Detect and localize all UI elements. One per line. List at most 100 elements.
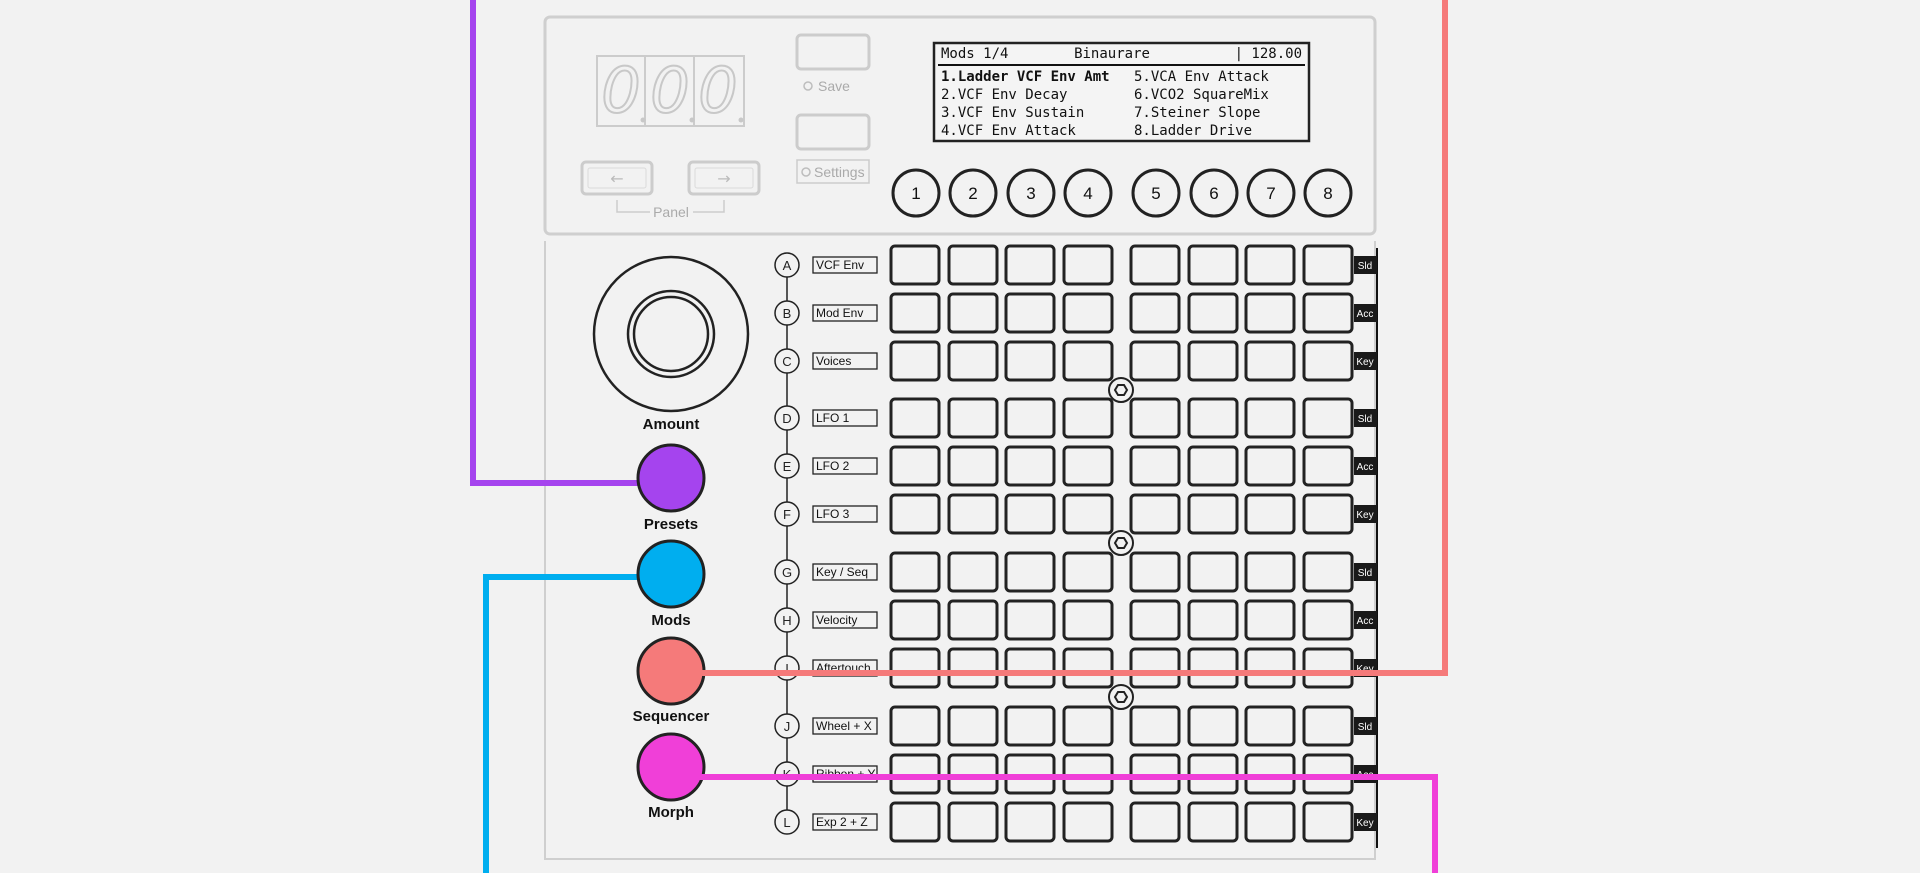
panel-left-button[interactable]: ← xyxy=(580,160,654,196)
matrix-pad[interactable] xyxy=(1187,705,1239,747)
matrix-pad[interactable] xyxy=(1302,244,1354,286)
matrix-pad[interactable] xyxy=(1129,647,1181,689)
matrix-pad[interactable] xyxy=(1187,292,1239,334)
matrix-pad[interactable] xyxy=(1062,551,1114,593)
matrix-pad[interactable] xyxy=(947,705,999,747)
matrix-pad[interactable] xyxy=(1062,244,1114,286)
matrix-pad[interactable] xyxy=(1244,493,1296,535)
amount-knob[interactable] xyxy=(592,255,750,413)
matrix-pad[interactable] xyxy=(1004,340,1056,382)
matrix-pad[interactable] xyxy=(1004,705,1056,747)
matrix-pad[interactable] xyxy=(1302,647,1354,689)
matrix-pad[interactable] xyxy=(1302,445,1354,487)
matrix-pad[interactable] xyxy=(1129,397,1181,439)
matrix-pad[interactable] xyxy=(889,244,941,286)
morph-button[interactable] xyxy=(636,732,706,802)
matrix-pad[interactable] xyxy=(889,599,941,641)
matrix-pad[interactable] xyxy=(1062,493,1114,535)
matrix-pad[interactable] xyxy=(947,292,999,334)
matrix-pad[interactable] xyxy=(947,551,999,593)
mods-button[interactable] xyxy=(636,539,706,609)
matrix-pad[interactable] xyxy=(947,445,999,487)
matrix-pad[interactable] xyxy=(1062,397,1114,439)
encoder-knob-7[interactable]: 7 xyxy=(1246,168,1296,218)
matrix-pad[interactable] xyxy=(1187,445,1239,487)
matrix-pad[interactable] xyxy=(1129,599,1181,641)
matrix-pad[interactable] xyxy=(1244,244,1296,286)
matrix-pad[interactable] xyxy=(1004,493,1056,535)
matrix-pad[interactable] xyxy=(1004,801,1056,843)
matrix-pad[interactable] xyxy=(947,801,999,843)
matrix-pad[interactable] xyxy=(1062,445,1114,487)
matrix-pad[interactable] xyxy=(889,340,941,382)
matrix-pad[interactable] xyxy=(1187,599,1239,641)
matrix-pad[interactable] xyxy=(947,340,999,382)
settings-button[interactable] xyxy=(795,113,871,151)
matrix-pad[interactable] xyxy=(1062,599,1114,641)
matrix-pad[interactable] xyxy=(1302,397,1354,439)
matrix-pad[interactable] xyxy=(1187,493,1239,535)
matrix-pad[interactable] xyxy=(1129,445,1181,487)
matrix-pad[interactable] xyxy=(1187,647,1239,689)
matrix-pad[interactable] xyxy=(889,292,941,334)
matrix-pad[interactable] xyxy=(1004,292,1056,334)
matrix-pad[interactable] xyxy=(1244,647,1296,689)
matrix-pad[interactable] xyxy=(1004,551,1056,593)
matrix-pad[interactable] xyxy=(1062,801,1114,843)
matrix-pad[interactable] xyxy=(1302,493,1354,535)
matrix-pad[interactable] xyxy=(1129,292,1181,334)
matrix-pad[interactable] xyxy=(947,493,999,535)
matrix-pad[interactable] xyxy=(1244,397,1296,439)
matrix-pad[interactable] xyxy=(1187,551,1239,593)
matrix-pad[interactable] xyxy=(1004,244,1056,286)
matrix-pad[interactable] xyxy=(1062,292,1114,334)
matrix-pad[interactable] xyxy=(947,397,999,439)
matrix-pad[interactable] xyxy=(889,445,941,487)
encoder-knob-4[interactable]: 4 xyxy=(1063,168,1113,218)
matrix-pad[interactable] xyxy=(1244,445,1296,487)
matrix-pad[interactable] xyxy=(947,244,999,286)
encoder-knob-2[interactable]: 2 xyxy=(948,168,998,218)
matrix-pad[interactable] xyxy=(947,647,999,689)
matrix-pad[interactable] xyxy=(1004,445,1056,487)
matrix-pad[interactable] xyxy=(1187,397,1239,439)
presets-button[interactable] xyxy=(636,443,706,513)
matrix-pad[interactable] xyxy=(1302,292,1354,334)
matrix-pad[interactable] xyxy=(1129,705,1181,747)
matrix-pad[interactable] xyxy=(1004,599,1056,641)
matrix-pad[interactable] xyxy=(1062,647,1114,689)
matrix-pad[interactable] xyxy=(889,801,941,843)
encoder-knob-6[interactable]: 6 xyxy=(1189,168,1239,218)
matrix-pad[interactable] xyxy=(889,551,941,593)
matrix-pad[interactable] xyxy=(889,397,941,439)
matrix-pad[interactable] xyxy=(1129,244,1181,286)
matrix-pad[interactable] xyxy=(1244,705,1296,747)
matrix-pad[interactable] xyxy=(1129,801,1181,843)
encoder-knob-8[interactable]: 8 xyxy=(1303,168,1353,218)
matrix-pad[interactable] xyxy=(1129,493,1181,535)
save-button[interactable] xyxy=(795,33,871,71)
encoder-knob-1[interactable]: 1 xyxy=(891,168,941,218)
matrix-pad[interactable] xyxy=(1062,705,1114,747)
matrix-pad[interactable] xyxy=(889,647,941,689)
matrix-pad[interactable] xyxy=(1062,340,1114,382)
matrix-pad[interactable] xyxy=(947,599,999,641)
matrix-pad[interactable] xyxy=(1129,340,1181,382)
matrix-pad[interactable] xyxy=(1004,647,1056,689)
matrix-pad[interactable] xyxy=(1187,340,1239,382)
matrix-pad[interactable] xyxy=(1187,801,1239,843)
matrix-pad[interactable] xyxy=(1004,397,1056,439)
matrix-pad[interactable] xyxy=(1244,801,1296,843)
matrix-pad[interactable] xyxy=(889,705,941,747)
matrix-pad[interactable] xyxy=(1302,551,1354,593)
matrix-pad[interactable] xyxy=(1302,340,1354,382)
matrix-pad[interactable] xyxy=(1244,340,1296,382)
matrix-pad[interactable] xyxy=(1244,292,1296,334)
panel-right-button[interactable]: → xyxy=(687,160,761,196)
matrix-pad[interactable] xyxy=(1187,244,1239,286)
matrix-pad[interactable] xyxy=(889,493,941,535)
matrix-pad[interactable] xyxy=(1129,551,1181,593)
matrix-pad[interactable] xyxy=(1302,599,1354,641)
matrix-pad[interactable] xyxy=(1244,599,1296,641)
matrix-pad[interactable] xyxy=(1302,801,1354,843)
